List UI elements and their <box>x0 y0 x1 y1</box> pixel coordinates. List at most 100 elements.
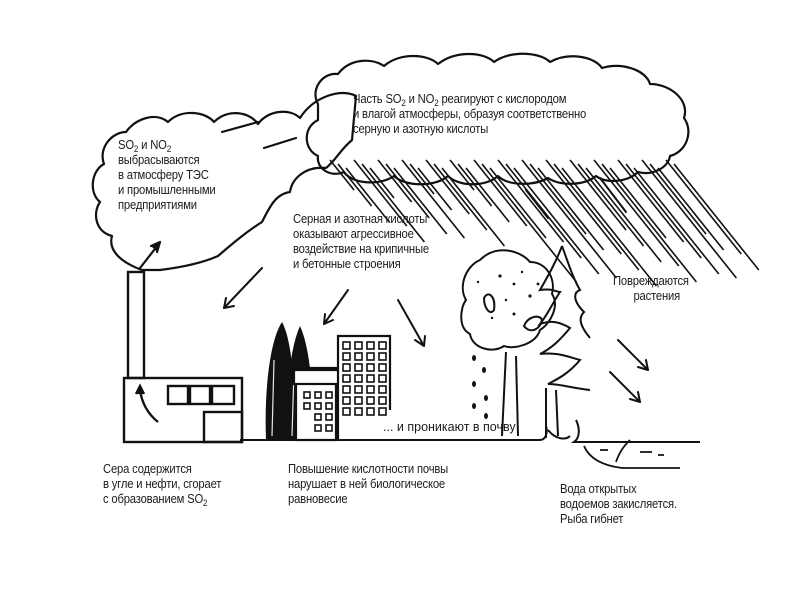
rain-streak <box>601 163 698 283</box>
window <box>342 385 351 394</box>
window <box>314 413 322 421</box>
reaction-line-1: Часть SO2 и NO2 реагируют с кислородом <box>353 92 567 108</box>
soil-acidity-label: Повышение кислотности почвы нарушает в н… <box>288 462 448 507</box>
window <box>366 341 375 350</box>
sulfur-line-1: Сера содержится <box>103 462 192 476</box>
rain-streak <box>561 167 658 287</box>
rain-streak <box>409 163 435 195</box>
window <box>303 391 311 399</box>
pond <box>583 439 680 469</box>
rain-streak <box>329 159 355 191</box>
window <box>354 407 363 416</box>
emission-line-5: предприятиями <box>118 198 197 212</box>
rain-streak <box>385 163 430 219</box>
water-line-1: Вода открытых <box>560 482 637 496</box>
window <box>366 363 375 372</box>
window <box>378 374 387 383</box>
window <box>378 363 387 372</box>
window <box>342 363 351 372</box>
rain-streak <box>425 159 470 215</box>
water-line-3: Рыба гибнет <box>560 512 624 526</box>
buildings-line-2: оказывают агрессивное <box>293 227 414 241</box>
rain-streak <box>529 163 587 235</box>
plants-line-1: Повреждаются <box>613 274 689 288</box>
window <box>314 391 322 399</box>
window <box>354 341 363 350</box>
acid-arrow-1 <box>223 267 263 309</box>
wind-stroke <box>262 136 298 150</box>
emission-line-1: SO2 и NO2 <box>118 138 172 154</box>
rain-streak <box>553 163 640 271</box>
chimney <box>126 270 146 380</box>
acid-rain-hatching <box>329 159 760 287</box>
rain-streak <box>369 167 395 199</box>
buildings-line-4: и бетонные строения <box>293 257 401 271</box>
rain-arrow-1 <box>525 189 549 219</box>
window <box>378 385 387 394</box>
rain-streak <box>393 167 448 235</box>
buildings-line-1: Серная и азотная кислоты <box>293 212 428 226</box>
window <box>366 385 375 394</box>
spruce-tree <box>537 245 591 438</box>
rain-streak <box>417 167 453 211</box>
rain-streak <box>545 159 622 255</box>
reaction-line-3: серную и азотную кислоты <box>353 122 489 136</box>
rain-streak <box>569 159 627 231</box>
plants-line-2: растения <box>633 289 681 303</box>
rain-streak <box>489 167 547 239</box>
wind-stroke <box>220 120 260 134</box>
window <box>325 402 333 410</box>
rain-streak <box>665 159 742 255</box>
window <box>378 396 387 405</box>
rain-streak <box>649 163 707 235</box>
acid-arrow-3 <box>397 299 426 347</box>
soil-acidity-line-2: нарушает в ней биологическое <box>288 477 445 491</box>
window <box>354 352 363 361</box>
rain-streak <box>617 159 685 243</box>
rain-streak <box>441 167 506 247</box>
rain-arrow-2 <box>599 177 627 213</box>
window <box>354 396 363 405</box>
window <box>342 396 351 405</box>
window <box>303 402 311 410</box>
emission-cloud <box>91 91 358 272</box>
emission-line-3: в атмосферу ТЭС <box>118 168 209 182</box>
rain-streak <box>673 163 760 271</box>
window <box>314 424 322 432</box>
emission-label: SO2 и NO2 выбрасываются в атмосферу ТЭС … <box>118 138 216 213</box>
reaction-label: Часть SO2 и NO2 реагируют с кислородом и… <box>353 92 586 137</box>
rain-streak <box>633 167 720 275</box>
emission-line-2: выбрасываются <box>118 153 200 167</box>
window <box>342 341 351 350</box>
rain-streak <box>465 167 510 223</box>
window <box>354 385 363 394</box>
rain-streak <box>473 159 528 227</box>
window <box>366 407 375 416</box>
plant-arrow-1 <box>617 339 649 371</box>
sulfur-line-3: с образованием SO2 <box>103 492 208 508</box>
rain-streak <box>449 159 475 191</box>
window <box>342 407 351 416</box>
window <box>342 374 351 383</box>
window <box>366 396 375 405</box>
rain-streak <box>593 159 680 267</box>
rain-streak <box>625 163 702 259</box>
soil-acidity-line-1: Повышение кислотности почвы <box>288 462 449 476</box>
rain-streak <box>521 159 618 279</box>
reaction-line-2: и влагой атмосферы, образуя соответствен… <box>353 107 587 121</box>
plants-label: Повреждаются растения <box>613 274 689 304</box>
acid-arrow-2 <box>323 289 349 325</box>
window <box>342 352 351 361</box>
sulfur-label: Сера содержится в угле и нефти, сгорает … <box>103 462 221 508</box>
rain-streak <box>585 167 662 263</box>
rain-streak <box>641 159 738 279</box>
rain-streak <box>353 159 408 227</box>
rain-streak <box>361 163 426 243</box>
rain-streak <box>609 167 667 239</box>
rain-streak <box>337 163 373 207</box>
window <box>314 402 322 410</box>
rain-streak <box>657 167 725 251</box>
water-line-2: водоемов закисляется. <box>560 497 677 511</box>
rain-streak <box>377 159 413 203</box>
